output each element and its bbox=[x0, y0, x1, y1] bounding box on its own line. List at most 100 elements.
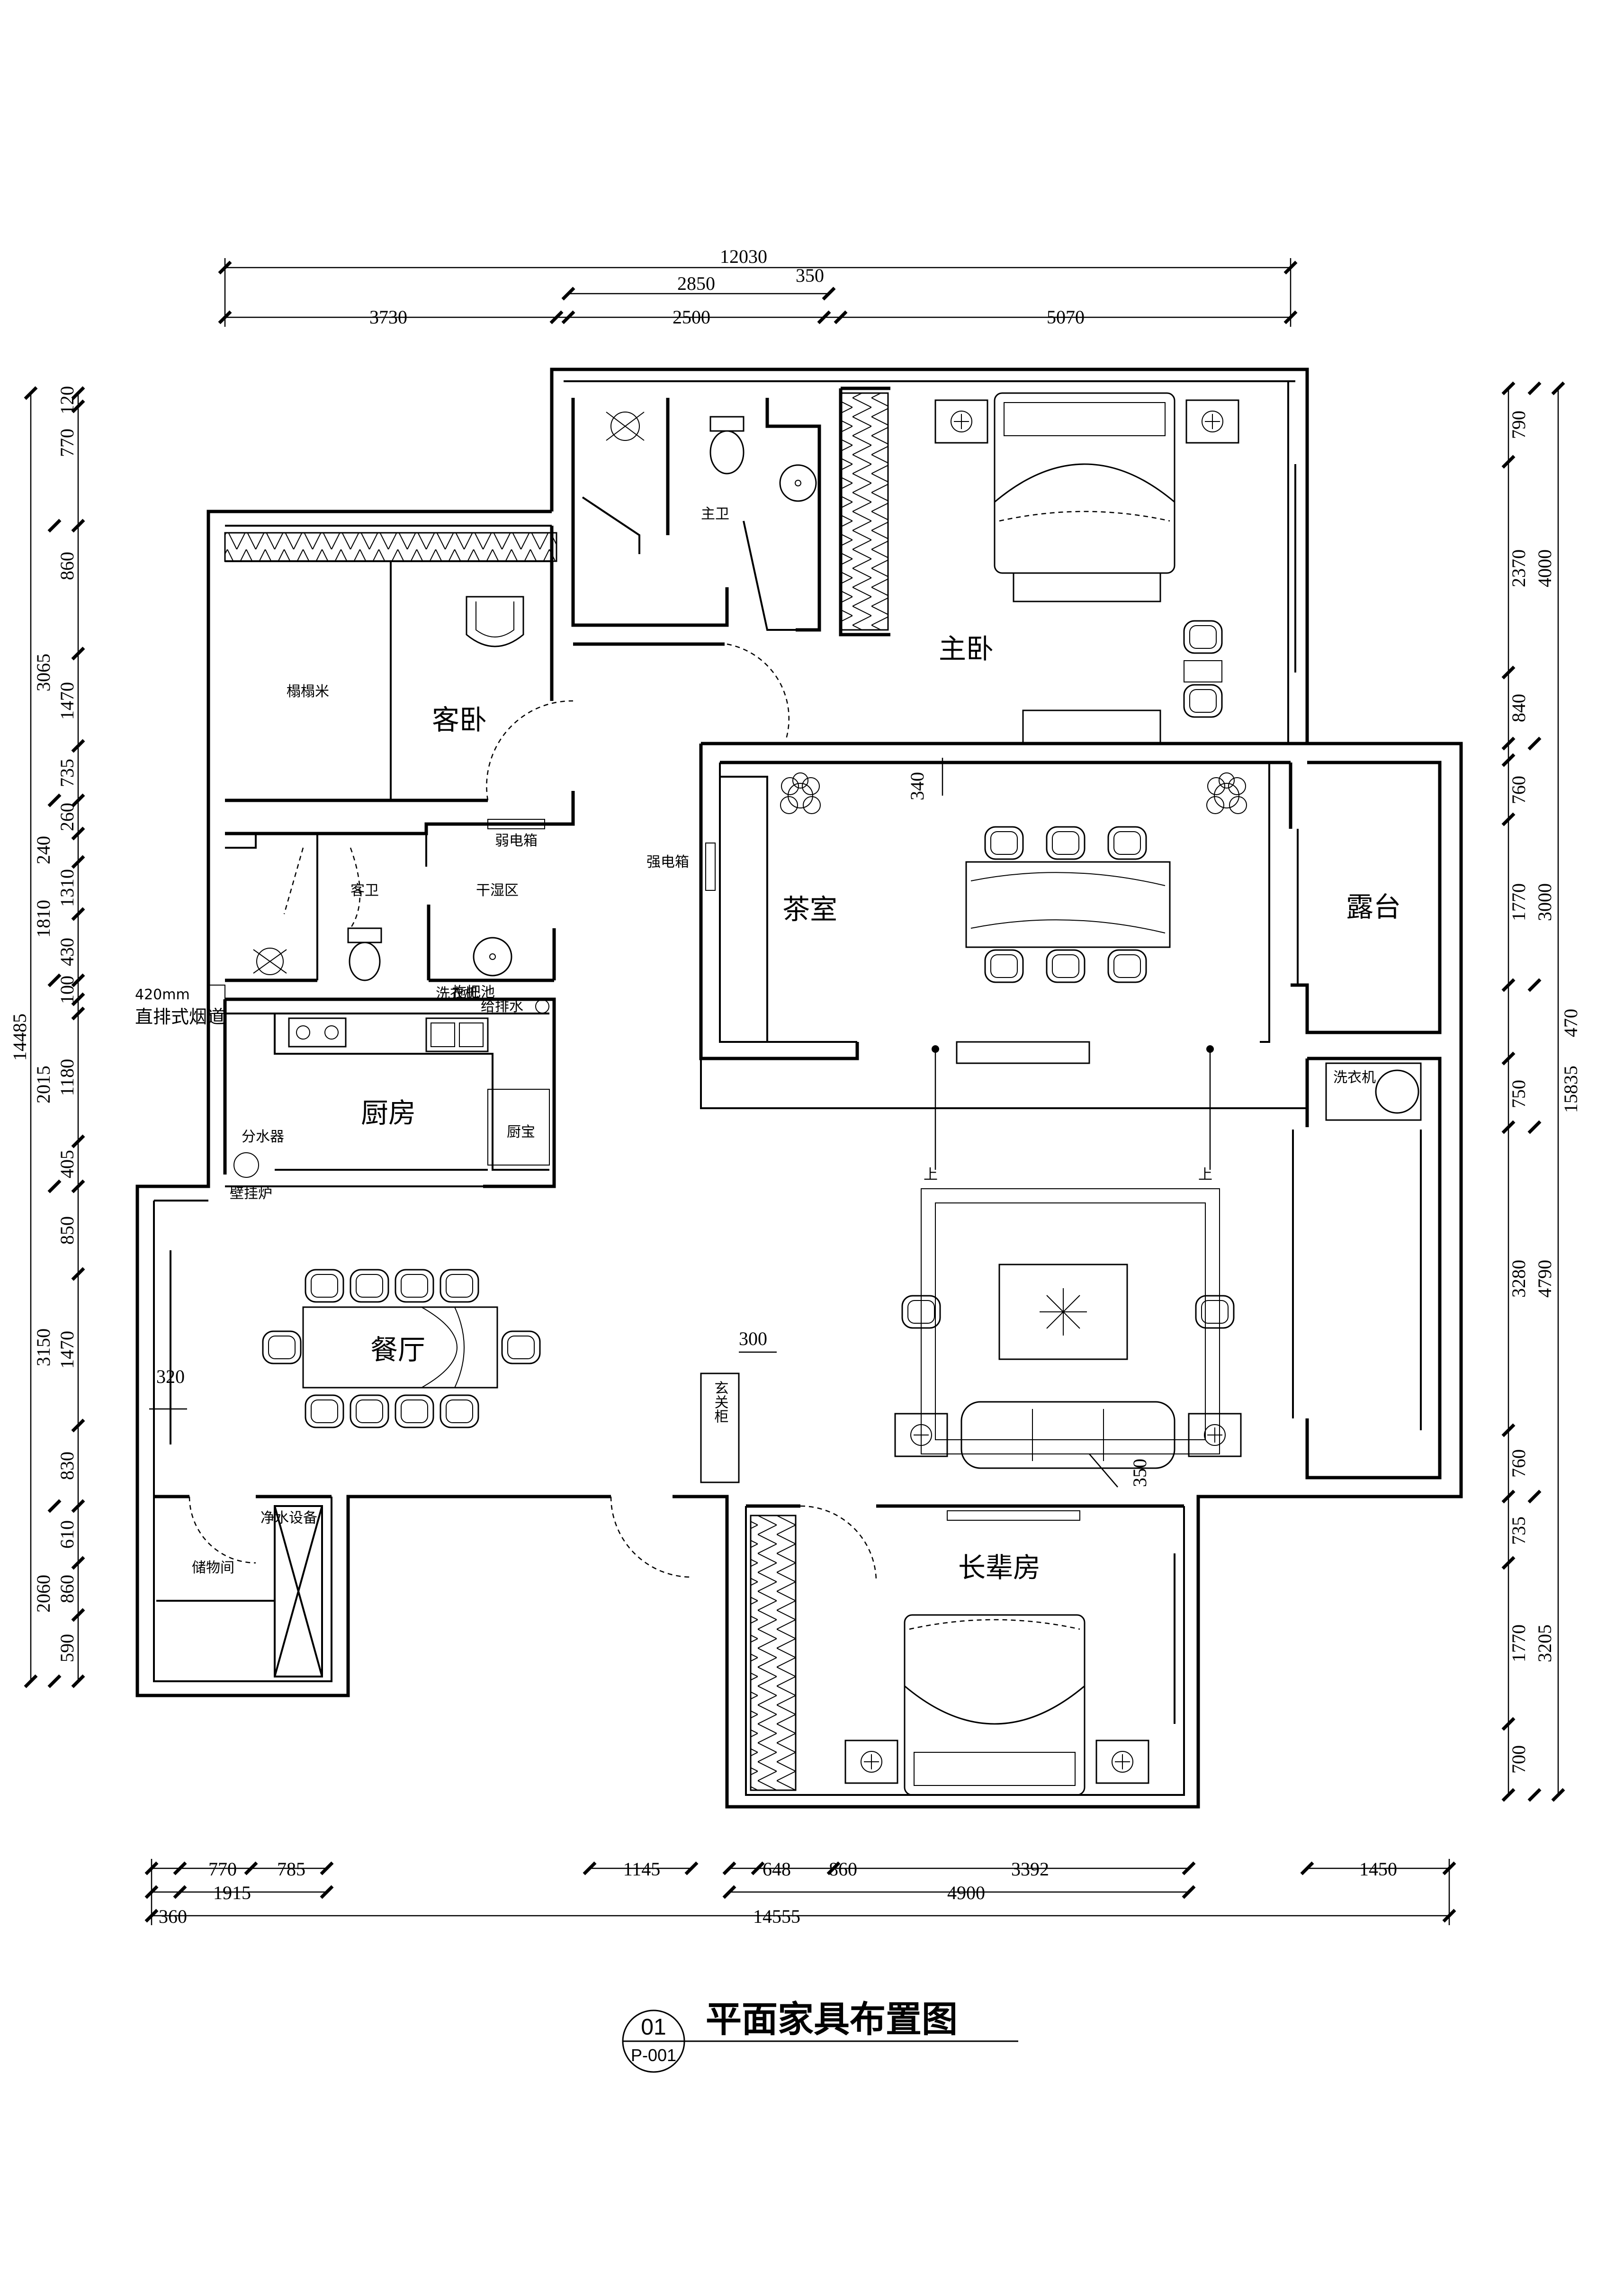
flue-label: 直排式烟道 bbox=[135, 1006, 225, 1027]
nightstand-right bbox=[1095, 1740, 1149, 1784]
toilet-icon bbox=[347, 927, 382, 981]
dim-left-2015: 2015 bbox=[33, 1066, 54, 1103]
flue-duct bbox=[208, 985, 225, 1014]
dim-left-735: 735 bbox=[56, 759, 78, 787]
dining-chair bbox=[395, 1394, 434, 1428]
elder-tv-cabinet bbox=[947, 1510, 1080, 1521]
basin-icon bbox=[473, 937, 512, 977]
dining-chair bbox=[350, 1394, 389, 1428]
dim-right-4790: 4790 bbox=[1534, 1260, 1555, 1298]
master-bed bbox=[994, 392, 1175, 574]
dim-right-1770: 1770 bbox=[1508, 883, 1529, 921]
elder-room-label: 长辈房 bbox=[958, 1552, 1041, 1584]
stair-up-left: 上 bbox=[924, 1166, 938, 1183]
dim-right-840: 840 bbox=[1508, 694, 1529, 722]
kitchen-sink bbox=[425, 1017, 489, 1052]
dimension-right bbox=[1503, 383, 1564, 1801]
tea-room-label: 茶室 bbox=[782, 893, 837, 925]
dim-bottom-14555: 14555 bbox=[753, 1906, 800, 1927]
dim-right-3205: 3205 bbox=[1534, 1624, 1555, 1662]
guest-bedroom-label: 客卧 bbox=[432, 704, 487, 736]
sink-bowl bbox=[459, 1022, 484, 1047]
dim-bottom-labels: 770 785 1915 1145 648 860 3392 4900 1450… bbox=[159, 1858, 1397, 1927]
terrace-label: 露台 bbox=[1346, 891, 1401, 923]
sofa bbox=[960, 1401, 1175, 1469]
dim-bottom-1145: 1145 bbox=[623, 1858, 661, 1880]
dim-bottom-360: 360 bbox=[159, 1906, 187, 1927]
plant-icon bbox=[1206, 772, 1247, 814]
armchair bbox=[1195, 1295, 1235, 1329]
washer-icon bbox=[1375, 1069, 1419, 1114]
dim-right-3280: 3280 bbox=[1508, 1260, 1529, 1298]
tea-room: 茶室 强电箱 340 bbox=[646, 742, 1307, 1064]
dim-left-590: 590 bbox=[56, 1634, 78, 1662]
rug-inner bbox=[935, 1202, 1206, 1440]
toilet-icon bbox=[709, 416, 745, 475]
title-block bbox=[622, 2009, 1018, 2073]
dim-right-2370: 2370 bbox=[1508, 549, 1529, 587]
dim-left-610: 610 bbox=[56, 1520, 78, 1549]
side-table bbox=[1184, 660, 1222, 682]
stove bbox=[288, 1017, 347, 1048]
dim-right-4000: 4000 bbox=[1534, 549, 1555, 587]
drawing-code: P-001 bbox=[631, 2045, 676, 2065]
sink-bowl bbox=[431, 1022, 455, 1047]
nightstand-left bbox=[934, 399, 988, 444]
lounge-chair bbox=[466, 596, 524, 647]
dining-chair bbox=[395, 1269, 434, 1303]
dim-left-3150: 3150 bbox=[33, 1328, 54, 1366]
elder-bed bbox=[904, 1614, 1086, 1796]
strong-electric-box bbox=[705, 843, 716, 891]
shower-icon bbox=[253, 948, 287, 975]
dim-left-830: 830 bbox=[56, 1452, 78, 1480]
dim-left-260: 260 bbox=[56, 803, 78, 831]
bed-bench bbox=[1013, 572, 1161, 602]
dim-top-mid2: 350 bbox=[796, 265, 824, 286]
shower-icon bbox=[606, 412, 645, 441]
dim-right-760: 760 bbox=[1508, 1449, 1529, 1478]
washer-box bbox=[1325, 1062, 1422, 1121]
dim-bottom-4900: 4900 bbox=[947, 1882, 985, 1903]
dim-bottom-770: 770 bbox=[208, 1858, 237, 1880]
master-bath-label: 主卫 bbox=[701, 506, 729, 522]
door-swing bbox=[727, 643, 790, 739]
boiler-icon bbox=[233, 1152, 259, 1178]
stair-marker bbox=[932, 1045, 939, 1053]
dim-inner-340: 340 bbox=[906, 772, 928, 800]
dim-left-1470: 1470 bbox=[56, 1331, 78, 1369]
tea-chair bbox=[1107, 826, 1147, 860]
dim-inner-320: 320 bbox=[156, 1366, 185, 1387]
rug bbox=[921, 1188, 1220, 1454]
tv-cabinet bbox=[1022, 709, 1161, 744]
dim-left-2060: 2060 bbox=[33, 1575, 54, 1613]
tea-chair bbox=[1107, 949, 1147, 983]
stair-marker bbox=[1206, 1045, 1214, 1053]
nightstand-left bbox=[844, 1740, 898, 1784]
dim-left-3065: 3065 bbox=[33, 654, 54, 691]
dim-left-850: 850 bbox=[56, 1216, 78, 1245]
water-purifier-label: 净水设备 bbox=[260, 1510, 317, 1526]
strong-box-label: 强电箱 bbox=[646, 854, 689, 870]
dim-bottom-3392: 3392 bbox=[1011, 1858, 1049, 1880]
coffee-table bbox=[998, 1264, 1128, 1360]
dim-right-470: 470 bbox=[1560, 1009, 1581, 1037]
dining-chair bbox=[262, 1330, 302, 1364]
dim-left-1810: 1810 bbox=[33, 900, 54, 938]
elder-room: 长辈房 bbox=[745, 1504, 1185, 1796]
dim-left-1180: 1180 bbox=[56, 1059, 78, 1096]
dim-right-760: 760 bbox=[1508, 776, 1529, 804]
tea-chair bbox=[1046, 826, 1086, 860]
master-bath-walls: 主卫 bbox=[571, 398, 821, 646]
dim-left-100: 100 bbox=[56, 976, 78, 1004]
dim-right-labels: 15835 790 2370 4000 840 760 1770 3000 47… bbox=[1508, 411, 1581, 1774]
storage-room: 储物间 净水设备 bbox=[154, 1495, 332, 1677]
dim-top-total: 12030 bbox=[720, 246, 767, 267]
terrace: 露台 bbox=[1289, 761, 1442, 1034]
drawing-number: 01 bbox=[641, 2015, 666, 2040]
tatami-label: 榻榻米 bbox=[287, 683, 329, 700]
entry: 玄关柜 300 bbox=[592, 1328, 777, 1578]
dim-right-total: 15835 bbox=[1560, 1066, 1581, 1113]
dim-left-1310: 1310 bbox=[56, 869, 78, 907]
dim-left-labels: 14485 120 770 860 3065 1470 735 240 260 … bbox=[9, 386, 78, 1662]
dining-chair bbox=[305, 1269, 344, 1303]
